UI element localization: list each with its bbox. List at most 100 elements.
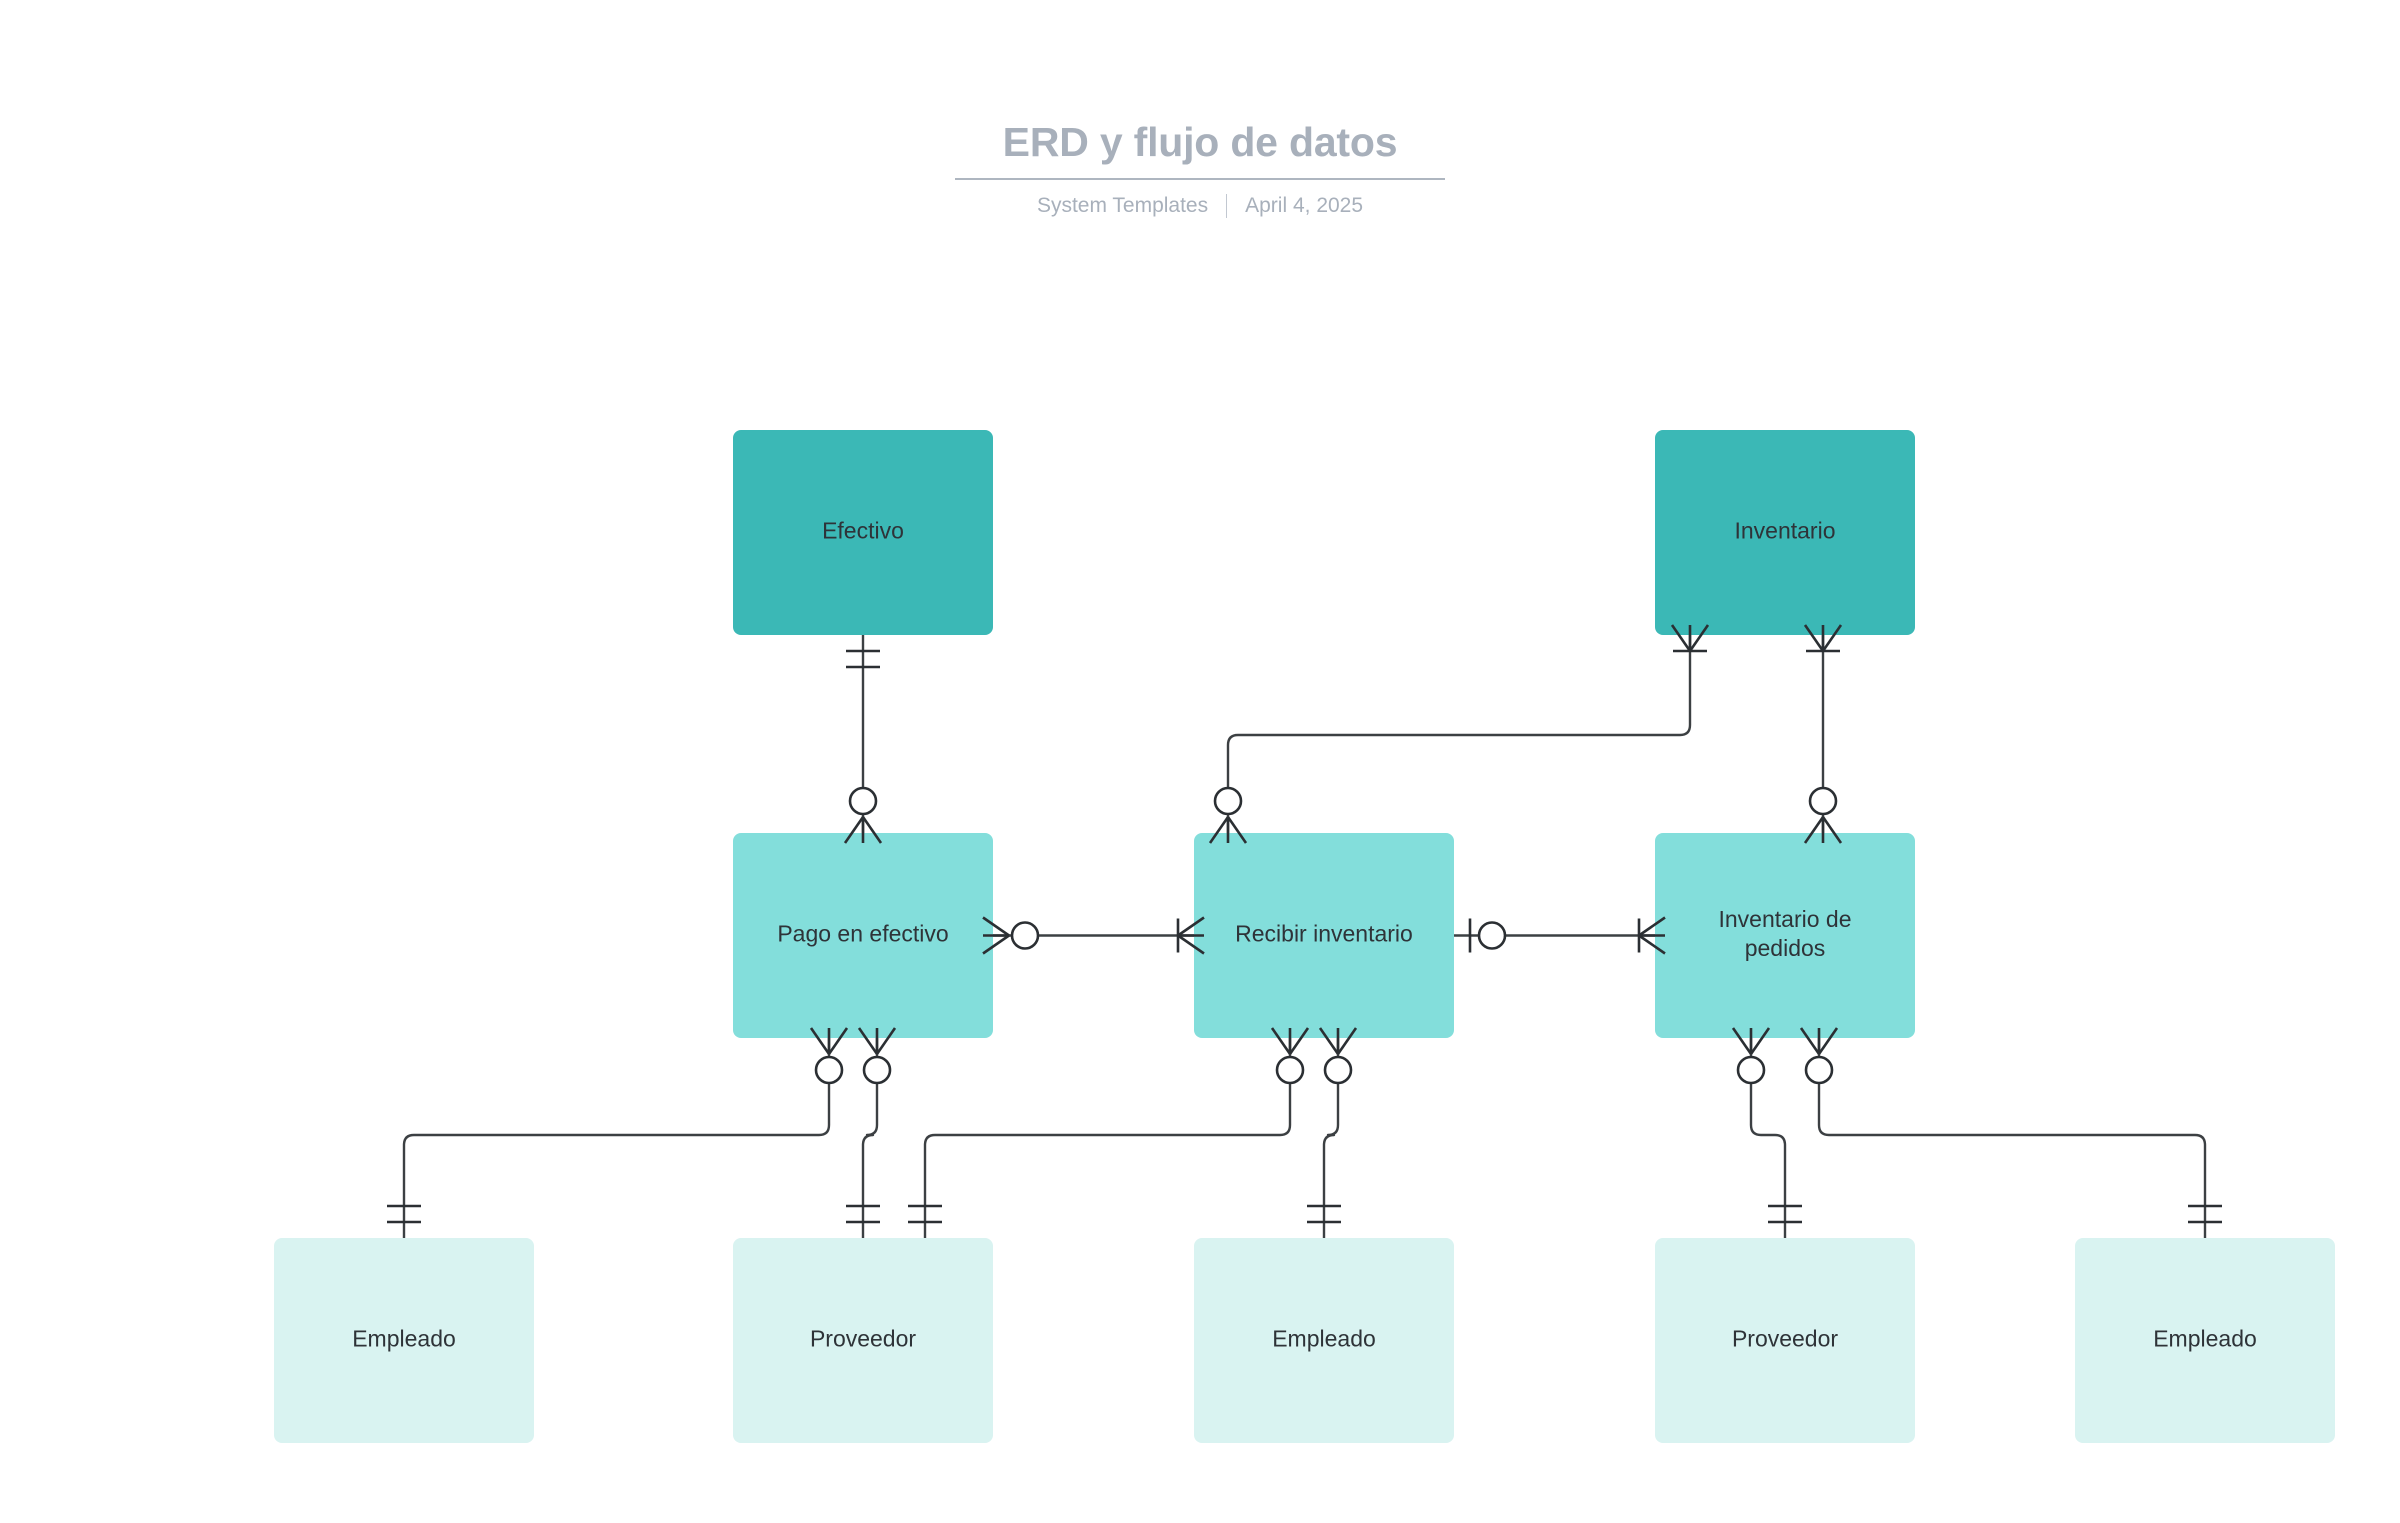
cardinality-e5-to <box>1637 916 1666 955</box>
entity-box[interactable] <box>1194 1238 1454 1443</box>
entity-node-inventario[interactable]: Inventario <box>1655 430 1915 635</box>
entity-box[interactable] <box>1655 833 1915 1038</box>
entity-node-efectivo[interactable]: Efectivo <box>733 430 993 635</box>
crows-foot-prong <box>1177 934 1205 955</box>
optional-circle <box>862 1055 892 1085</box>
optional-circle <box>1213 786 1243 816</box>
entity-label: Empleado <box>1272 1326 1376 1352</box>
cardinality-e8-to <box>908 1204 942 1224</box>
entity-box[interactable] <box>733 833 993 1038</box>
optional-circle <box>848 786 878 816</box>
entity-box[interactable] <box>2075 1238 2335 1443</box>
entity-node-empleado-3[interactable]: Empleado <box>2075 1238 2335 1443</box>
entity-label: Inventario <box>1734 518 1835 544</box>
crows-foot-prong <box>982 934 1010 955</box>
title-underline <box>955 178 1445 180</box>
cardinality-e7-from <box>857 1027 897 1085</box>
entity-node-recibir-inv[interactable]: Recibir inventario <box>1194 833 1454 1038</box>
entity-label: Proveedor <box>810 1326 916 1352</box>
cardinality-e4-to <box>1176 916 1205 955</box>
optional-circle <box>1736 1055 1766 1085</box>
cardinality-e6-from <box>809 1027 849 1085</box>
optional-circle <box>1010 921 1040 950</box>
crows-foot-prong <box>1817 1027 1839 1055</box>
entity-node-proveedor-1[interactable]: Proveedor <box>733 1238 993 1443</box>
subtitle-source: System Templates <box>1036 194 1209 217</box>
crows-foot-prong <box>1288 1027 1310 1055</box>
cardinality-e9-from <box>1318 1027 1358 1085</box>
entity-box[interactable] <box>1655 430 1915 635</box>
crows-foot-prong <box>1177 916 1205 937</box>
document-subtitle: System Templates April 4, 2025 <box>0 193 2400 219</box>
optional-circle <box>1323 1055 1353 1085</box>
crows-foot-prong <box>1688 624 1710 652</box>
cardinality-e2-from <box>1670 624 1710 653</box>
entity-node-empleado-1[interactable]: Empleado <box>274 1238 534 1443</box>
crows-foot-prong <box>1270 1027 1292 1055</box>
crows-foot-prong <box>1749 1027 1771 1055</box>
edge-e8[interactable] <box>923 1038 1292 1238</box>
entity-label: Inventario de <box>1719 906 1852 932</box>
cardinality-e1-to <box>843 786 883 844</box>
entity-label: Proveedor <box>1732 1326 1838 1352</box>
cardinality-e8-from <box>1270 1027 1310 1085</box>
crows-foot-prong <box>827 1027 849 1055</box>
edge-e11[interactable] <box>1817 1038 2207 1238</box>
optional-circle <box>1477 921 1507 950</box>
edge-e2[interactable] <box>1226 635 1692 833</box>
entity-node-pago-efectivo[interactable]: Pago en efectivo <box>733 833 993 1038</box>
edge-e9[interactable] <box>1322 1038 1340 1238</box>
cardinality-e4-from <box>982 916 1040 955</box>
entity-label: Empleado <box>2153 1326 2257 1352</box>
crows-foot-prong <box>1803 624 1825 652</box>
entity-box[interactable] <box>733 1238 993 1443</box>
cardinality-e10-from <box>1731 1027 1771 1085</box>
entity-node-empleado-2[interactable]: Empleado <box>1194 1238 1454 1443</box>
crows-foot-prong <box>1208 816 1230 844</box>
crows-foot-prong <box>982 916 1010 937</box>
entity-box[interactable] <box>274 1238 534 1443</box>
cardinality-e7-to <box>846 1204 880 1224</box>
crows-foot-prong <box>861 816 883 844</box>
crows-foot-prong <box>1799 1027 1821 1055</box>
crows-foot-prong <box>1731 1027 1753 1055</box>
document-header: ERD y flujo de datos System Templates Ap… <box>0 118 2400 219</box>
notation-layer <box>387 624 2222 1224</box>
crows-foot-prong <box>809 1027 831 1055</box>
cardinality-e2-to <box>1208 786 1248 844</box>
subtitle-date: April 4, 2025 <box>1245 194 1364 217</box>
crows-foot-prong <box>857 1027 879 1055</box>
entity-box[interactable] <box>1194 833 1454 1038</box>
cardinality-e11-from <box>1799 1027 1839 1085</box>
entity-label: Efectivo <box>822 518 904 544</box>
entity-box[interactable] <box>1655 1238 1915 1443</box>
entity-label: Empleado <box>352 1326 456 1352</box>
cardinality-e3-from <box>1803 624 1843 653</box>
crows-foot-prong <box>1226 816 1248 844</box>
entity-node-proveedor-2[interactable]: Proveedor <box>1655 1238 1915 1443</box>
entity-label: pedidos <box>1745 935 1826 961</box>
page-title: ERD y flujo de datos <box>1002 119 1398 165</box>
entity-node-inv-pedidos[interactable]: Inventario de pedidos <box>1655 833 1915 1038</box>
edge-e6[interactable] <box>402 1038 831 1238</box>
crows-foot-prong <box>843 816 865 844</box>
optional-circle <box>1808 786 1838 816</box>
crows-foot-prong <box>1638 934 1666 955</box>
entity-box[interactable] <box>733 430 993 635</box>
cardinality-e9-to <box>1307 1204 1341 1224</box>
crows-foot-prong <box>1318 1027 1340 1055</box>
crows-foot-prong <box>1336 1027 1358 1055</box>
page-title-wrapper: ERD y flujo de datos <box>0 118 2400 180</box>
edge-e10[interactable] <box>1749 1038 1787 1238</box>
crows-foot-prong <box>1638 916 1666 937</box>
crows-foot-prong <box>875 1027 897 1055</box>
entity-label: Recibir inventario <box>1235 921 1413 947</box>
cardinality-e11-to <box>2188 1204 2222 1224</box>
optional-circle <box>1804 1055 1834 1085</box>
crows-foot-prong <box>1821 816 1843 844</box>
edge-e7[interactable] <box>861 1038 879 1238</box>
cardinality-e6-to <box>387 1204 421 1224</box>
